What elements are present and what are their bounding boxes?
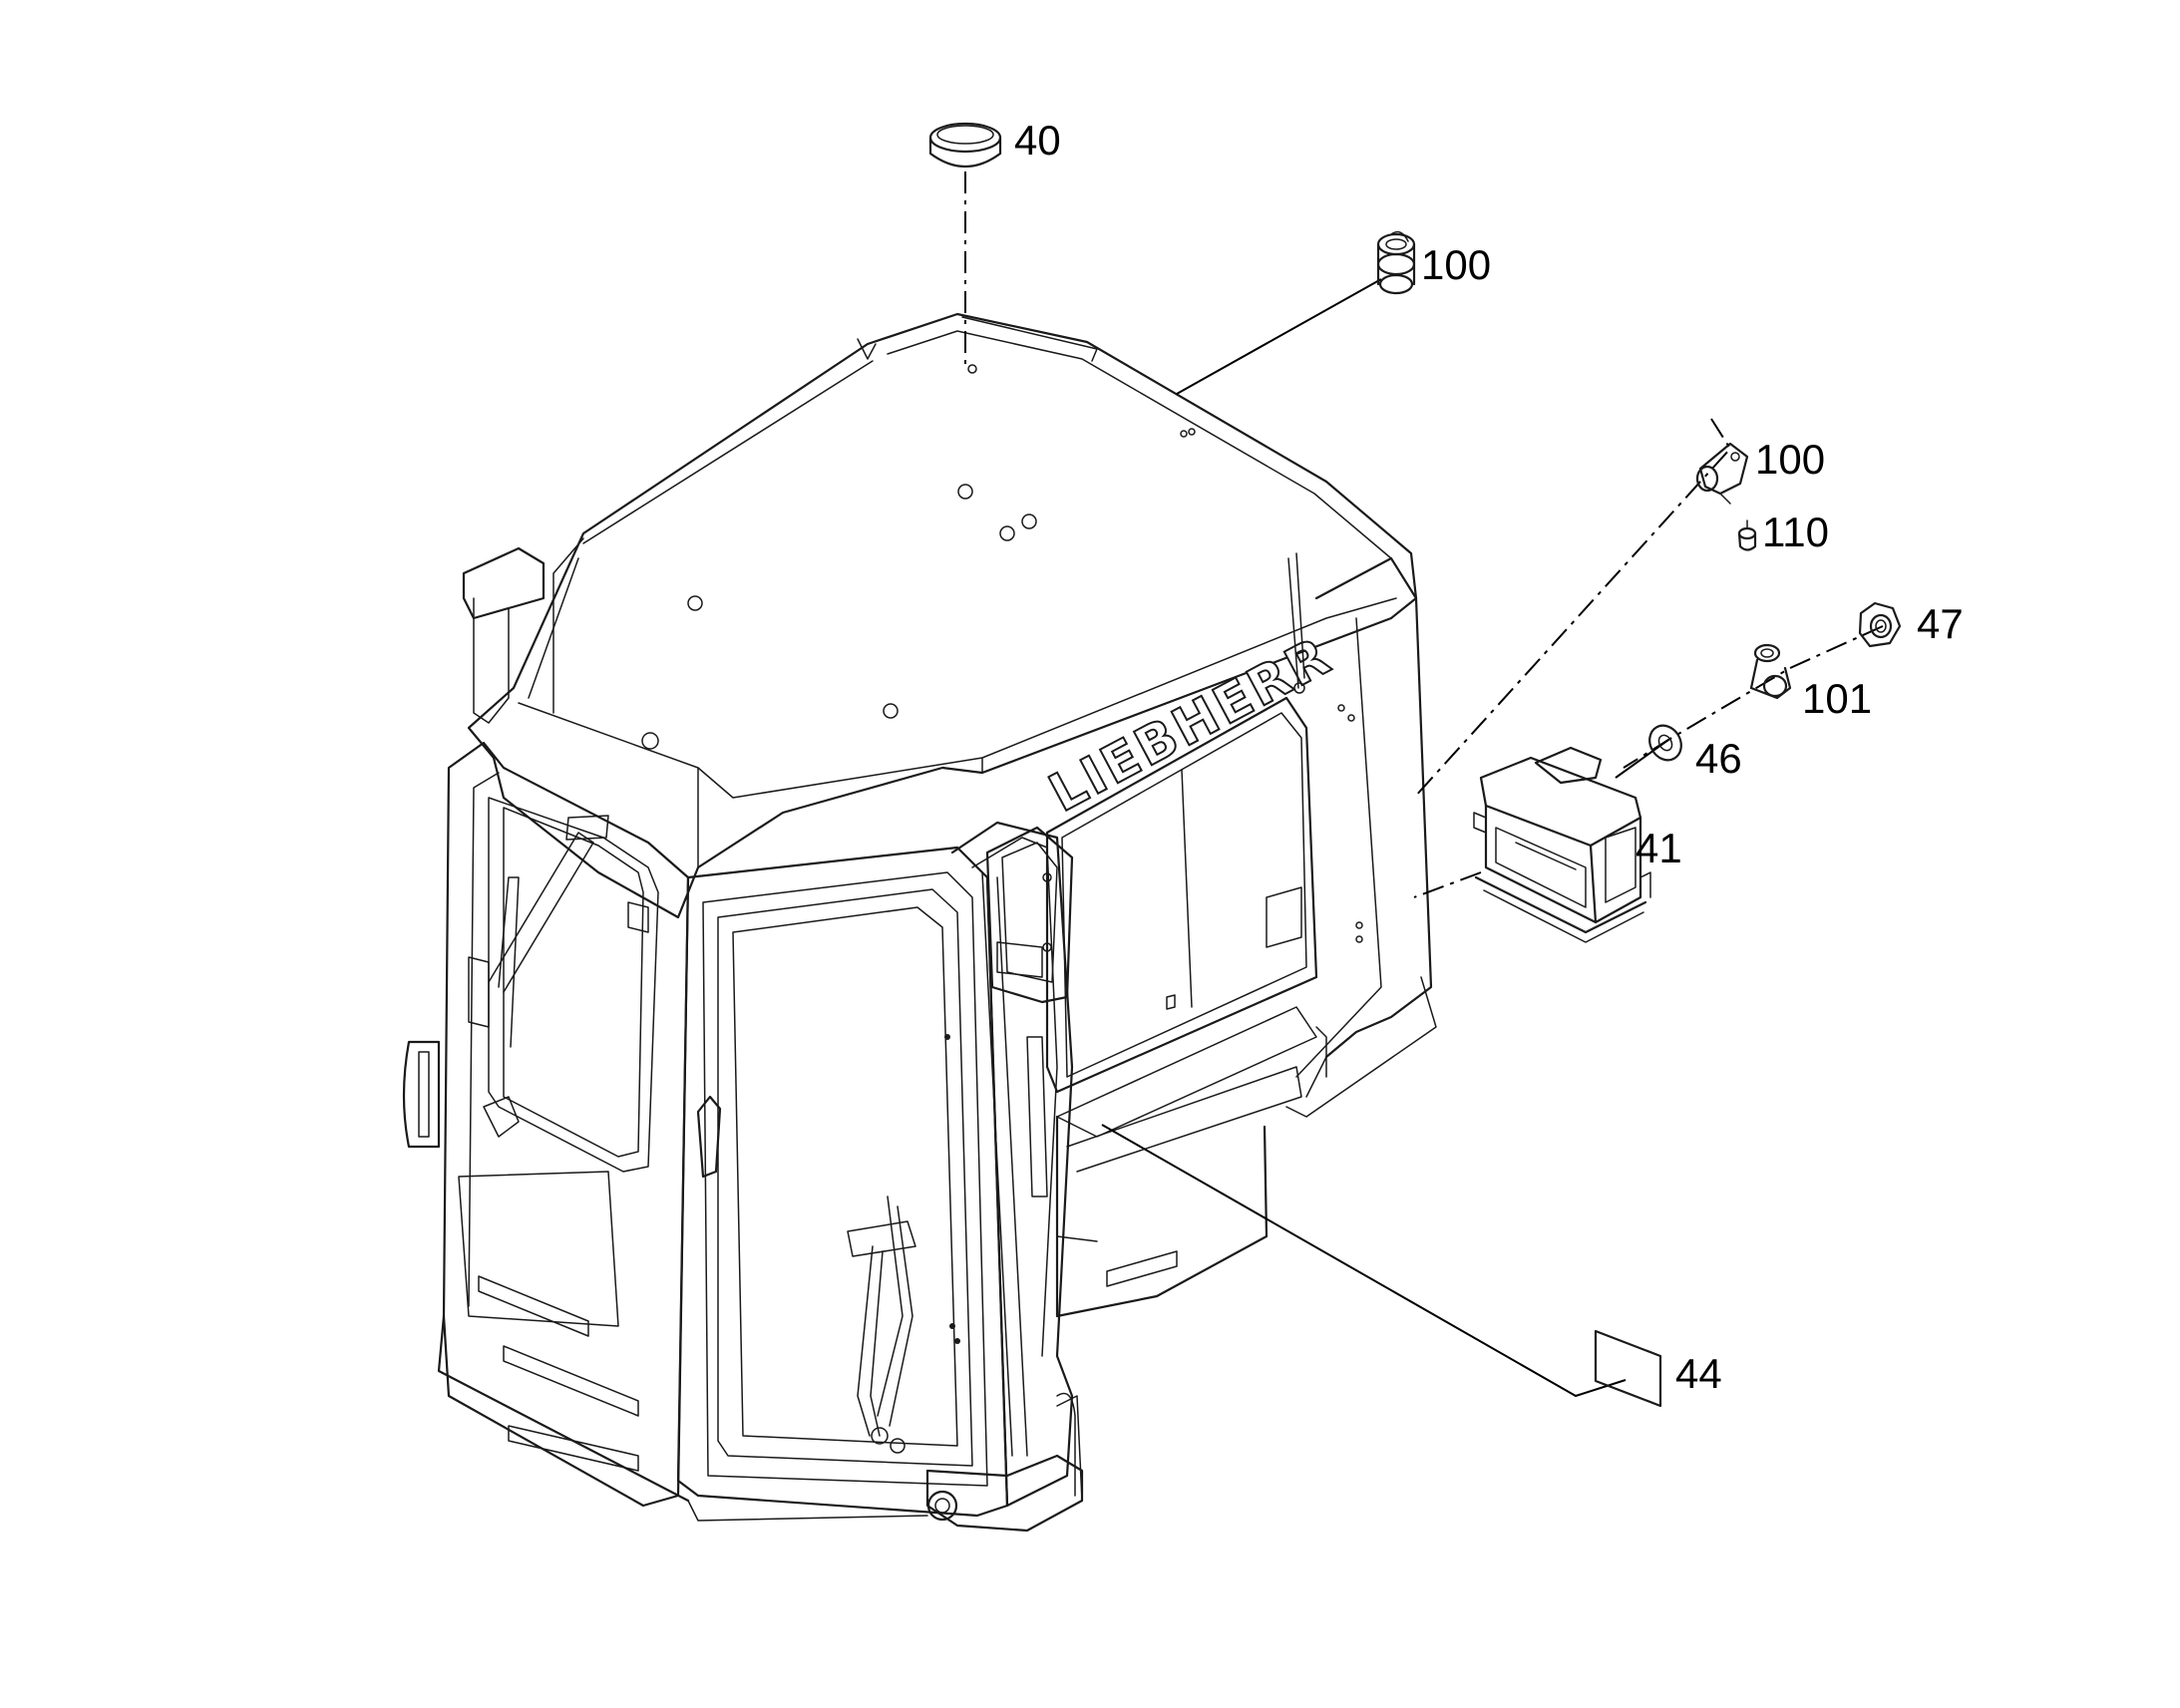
part-41-control-module bbox=[1473, 746, 1651, 943]
part-100-clip bbox=[1695, 442, 1749, 505]
leader-44 bbox=[1101, 1124, 1627, 1398]
callout-41: 41 bbox=[1635, 825, 1682, 871]
callout-47: 47 bbox=[1917, 600, 1964, 647]
operator-cab: LIEBHERR bbox=[402, 312, 1437, 1533]
callout-40: 40 bbox=[1014, 117, 1061, 164]
part-101-clamp bbox=[1749, 643, 1792, 700]
callout-46: 46 bbox=[1695, 735, 1742, 782]
callout-101: 101 bbox=[1802, 675, 1872, 722]
leader-100-top bbox=[1176, 278, 1382, 395]
leader-100-right bbox=[1413, 418, 1732, 799]
part-44-label bbox=[1594, 1329, 1662, 1408]
part-46-washer bbox=[1648, 724, 1682, 762]
callout-100-top: 100 bbox=[1421, 241, 1491, 288]
part-100-plug bbox=[1376, 230, 1416, 295]
callout-labels: 40 100 100 110 47 101 46 41 44 bbox=[1014, 117, 1964, 1397]
part-110-screw bbox=[1737, 519, 1757, 551]
part-40-cap bbox=[928, 122, 1002, 169]
callout-100-right: 100 bbox=[1755, 436, 1825, 483]
part-47-nut bbox=[1858, 601, 1902, 648]
leader-47-101-46 bbox=[1623, 625, 1884, 769]
callout-44: 44 bbox=[1675, 1350, 1722, 1397]
callout-110: 110 bbox=[1762, 509, 1829, 555]
